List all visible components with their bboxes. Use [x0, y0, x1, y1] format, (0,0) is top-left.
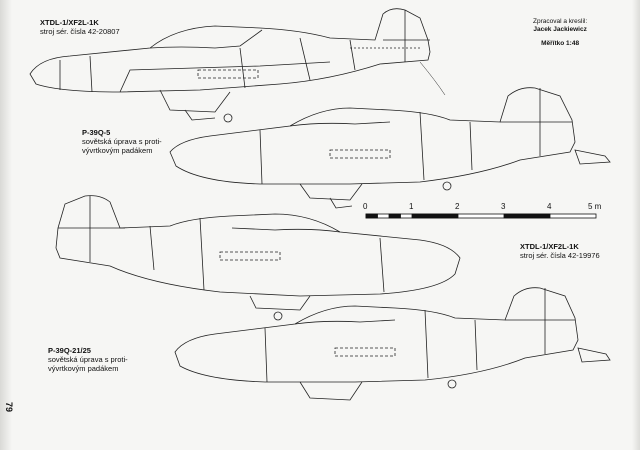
aircraft-1-label: XTDL-1/XF2L-1K stroj sér. čísla 42-20807 — [40, 18, 120, 36]
scale-label-0: 0 — [363, 202, 368, 211]
aircraft-4-label: P-39Q-21/25 sovětská úprava s proti- výv… — [48, 346, 128, 373]
scale-label-4: 4 — [547, 202, 552, 211]
page-number: 79 — [4, 402, 14, 413]
aircraft-2-label: P-39Q-5 sovětská úprava s proti- vývrtko… — [82, 128, 162, 155]
aircraft-3-drawing — [55, 195, 461, 321]
aircraft-2-title: P-39Q-5 — [82, 128, 111, 137]
aircraft-3-label: XTDL-1/XF2L-1K stroj sér. čísla 42-19976 — [520, 242, 600, 260]
aircraft-1-title: XTDL-1/XF2L-1K — [40, 18, 99, 27]
aircraft-1-subtitle: stroj sér. čísla 42-20807 — [40, 27, 120, 36]
drawing-scale: Měřítko 1:48 — [541, 40, 580, 47]
aircraft-2-subtitle-line-2: vývrtkovým padákem — [82, 146, 153, 155]
aircraft-2-drawing — [169, 87, 611, 209]
aircraft-4-subtitle-line-2: vývrtkovým padákem — [48, 364, 119, 373]
credit-line-1: Zpracoval a kreslil: — [533, 18, 588, 25]
credit-name: Jacek Jackiewicz — [533, 26, 587, 33]
scale-label-5: 5 m — [588, 202, 602, 211]
aircraft-4-subtitle-line-1: sovětská úprava s proti- — [48, 355, 128, 364]
scale-label-2: 2 — [455, 202, 460, 211]
scale-label-1: 1 — [409, 202, 414, 211]
scale-bar — [365, 213, 597, 219]
aircraft-4-title: P-39Q-21/25 — [48, 346, 91, 355]
aircraft-2-subtitle-line-1: sovětská úprava s proti- — [82, 137, 162, 146]
aircraft-3-subtitle: stroj sér. čísla 42-19976 — [520, 251, 600, 260]
page-edge-shadow — [632, 0, 640, 450]
scale-label-3: 3 — [501, 202, 506, 211]
credit-block: Zpracoval a kreslil: Jacek Jackiewicz Mě… — [533, 18, 587, 48]
page-gutter-shadow — [0, 0, 12, 450]
aircraft-3-title: XTDL-1/XF2L-1K — [520, 242, 579, 251]
aircraft-1-drawing — [29, 8, 446, 123]
aircraft-4-drawing — [174, 287, 611, 401]
